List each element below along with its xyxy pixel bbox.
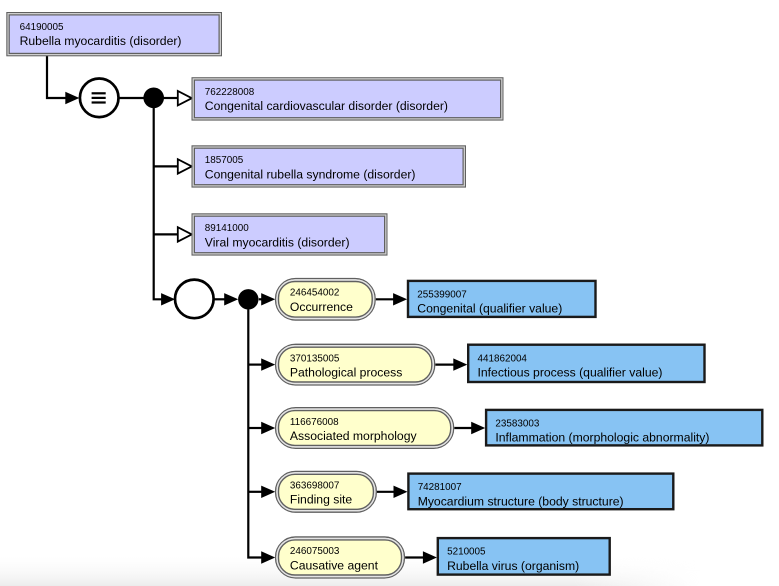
svg-text:89141000: 89141000 — [205, 223, 249, 234]
svg-text:Pathological process: Pathological process — [290, 366, 402, 380]
svg-text:Infectious process (qualifier: Infectious process (qualifier value) — [478, 366, 663, 380]
svg-text:Causative agent: Causative agent — [290, 558, 379, 572]
svg-text:441862004: 441862004 — [478, 353, 528, 364]
svg-text:Myocardium structure (body str: Myocardium structure (body structure) — [418, 494, 624, 508]
svg-text:Congenital cardiovascular diso: Congenital cardiovascular disorder (diso… — [205, 99, 448, 113]
svg-text:Viral myocarditis (disorder): Viral myocarditis (disorder) — [205, 235, 350, 249]
svg-text:762228008: 762228008 — [205, 87, 255, 98]
svg-text:Inflammation (morphologic abno: Inflammation (morphologic abnormality) — [495, 431, 709, 445]
svg-text:74281007: 74281007 — [418, 482, 462, 493]
svg-text:23583003: 23583003 — [495, 419, 539, 430]
svg-text:255399007: 255399007 — [417, 290, 466, 301]
svg-text:246075003: 246075003 — [290, 546, 340, 557]
svg-text:Rubella myocarditis (disorder): Rubella myocarditis (disorder) — [20, 34, 182, 48]
svg-text:246454002: 246454002 — [290, 288, 339, 299]
svg-text:370135005: 370135005 — [290, 353, 340, 364]
svg-text:Associated morphology: Associated morphology — [290, 429, 418, 443]
svg-text:Rubella virus (organism): Rubella virus (organism) — [447, 559, 579, 573]
svg-text:Finding site: Finding site — [290, 493, 353, 507]
svg-text:Congenital (qualifier value): Congenital (qualifier value) — [417, 302, 562, 316]
svg-text:116676008: 116676008 — [290, 417, 339, 428]
svg-text:363698007: 363698007 — [290, 481, 339, 492]
svg-text:1857005: 1857005 — [205, 155, 244, 166]
svg-text:64190005: 64190005 — [20, 22, 64, 33]
svg-text:Occurrence: Occurrence — [290, 300, 353, 314]
svg-text:5210005: 5210005 — [447, 547, 486, 558]
svg-text:Congenital rubella syndrome (d: Congenital rubella syndrome (disorder) — [205, 167, 416, 181]
